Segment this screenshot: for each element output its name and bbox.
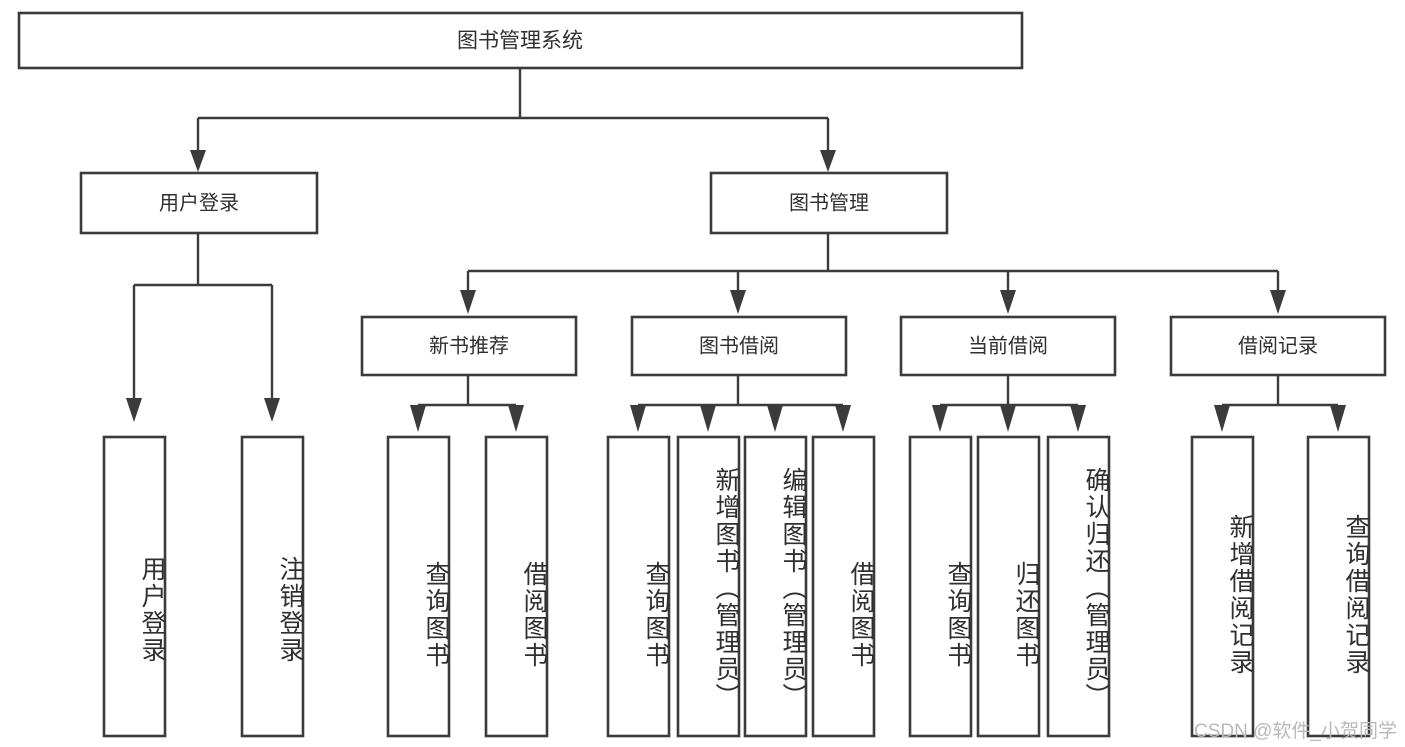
arrow-head-nbr-leaf-1 [410, 405, 426, 432]
arrow-head-bb-leaf-2 [700, 405, 716, 432]
leaf-box-bb-edit-book[interactable] [743, 435, 808, 738]
node-book-borrow[interactable] [630, 315, 848, 377]
node-borrow-record-label: 借阅记录 [1238, 334, 1318, 357]
arrow-head-ul-leaf-1 [126, 398, 142, 422]
leaf-box-cb-return-book[interactable] [976, 435, 1041, 738]
leaf-box-bb-borrow-book[interactable] [811, 435, 876, 738]
arrow-head-bb-leaf-1 [630, 405, 646, 432]
leaf-box-cb-query-book[interactable] [908, 435, 973, 738]
leaf-box-bb-query-book[interactable] [606, 435, 671, 738]
node-borrow-record[interactable] [1169, 315, 1387, 377]
node-current-borrow-label: 当前借阅 [968, 334, 1048, 357]
watermark-text: CSDN @软件_小贺同学 [1194, 721, 1397, 742]
arrow-head-cb-leaf-2 [1000, 405, 1016, 432]
node-book-borrow-label: 图书借阅 [699, 334, 779, 357]
node-root-label: 图书管理系统 [457, 30, 583, 53]
arrow-head-l3-book-borrow [730, 290, 746, 314]
arrow-head-book-mgmt [820, 150, 836, 172]
node-new-book-recommend-label: 新书推荐 [429, 334, 509, 357]
arrow-head-l3-current-borrow [1000, 290, 1016, 314]
node-current-borrow[interactable] [899, 315, 1117, 377]
node-root[interactable] [17, 11, 1024, 70]
leaf-box-br-add-record[interactable] [1190, 435, 1255, 738]
leaf-box-nbr-query-book[interactable] [386, 435, 451, 738]
nodes-layer: 图书管理系统 用户登录 图书管理 新书推荐 图书借阅 当前借阅 借阅记录 [17, 11, 1387, 738]
arrow-head-br-leaf-1 [1214, 405, 1230, 432]
leaf-box-cb-confirm-return[interactable] [1046, 435, 1111, 738]
arrow-head-ul-leaf-2 [264, 398, 280, 422]
arrow-head-l3-borrow-record [1270, 290, 1286, 314]
node-user-login[interactable] [79, 171, 319, 235]
arrow-head-l3-new-book [460, 290, 476, 314]
node-new-book-recommend[interactable] [360, 315, 578, 377]
node-user-login-label: 用户登录 [159, 191, 239, 214]
node-book-management-label: 图书管理 [789, 191, 869, 214]
arrow-head-user-login [190, 150, 206, 172]
leaf-box-user-login-login[interactable] [102, 435, 167, 738]
leaf-box-bb-add-book[interactable] [676, 435, 741, 738]
arrow-head-nbr-leaf-2 [508, 405, 524, 432]
edges-layer [126, 68, 1346, 432]
arrow-head-cb-leaf-1 [932, 405, 948, 432]
node-book-management[interactable] [709, 171, 949, 235]
leaf-box-br-query-record[interactable] [1306, 435, 1371, 738]
leaf-box-nbr-borrow-book[interactable] [484, 435, 549, 738]
leaf-box-user-login-logout[interactable] [240, 435, 305, 738]
arrow-head-br-leaf-2 [1330, 405, 1346, 432]
arrow-head-cb-leaf-3 [1070, 405, 1086, 432]
arrow-head-bb-leaf-3 [767, 405, 783, 432]
arrow-head-bb-leaf-4 [835, 405, 851, 432]
